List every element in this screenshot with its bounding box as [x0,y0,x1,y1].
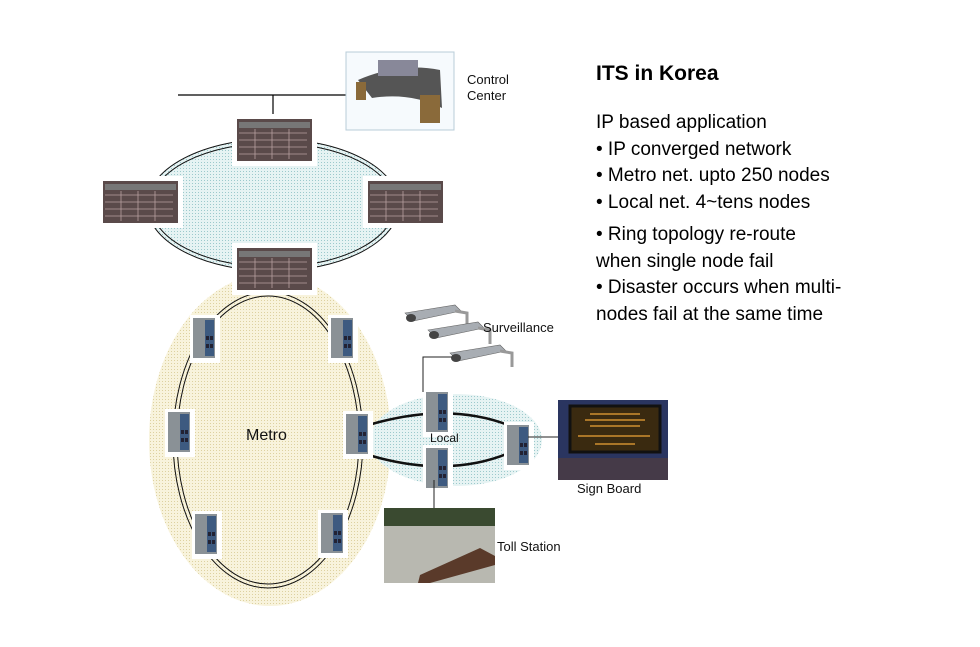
bullet-item: • Disaster occurs when multi- [596,277,842,298]
bullet-item: • Ring topology re-route [596,224,796,245]
bullet-item: • Local net. 4~tens nodes [596,191,811,213]
panel-title: ITS in Korea [596,62,719,85]
surveillance-cameras [403,303,514,369]
metro-switch [190,315,220,363]
core-ring-area [147,139,399,271]
local-ring-area [370,394,542,486]
core-router [232,243,317,295]
bullet-item-continuation: nodes fail at the same time [596,303,824,325]
panel-heading: IP based application [596,112,767,133]
local-label: Local [430,431,459,445]
local-switch [423,445,453,493]
sign-board-label: Sign Board [577,481,642,496]
control-center-label-line1: Control [467,72,509,87]
core-router [98,176,183,228]
metro-switch [192,511,222,559]
surveillance-label: Surveillance [483,320,554,335]
bullet-item: • IP converged network [596,138,792,160]
control-center-label-line2: Center [467,88,507,103]
metro-switch [328,315,358,363]
core-router [363,176,448,228]
control-center-image [345,51,455,131]
metro-switch [318,510,348,558]
metro-label: Metro [246,427,287,444]
metro-switch [343,411,373,459]
bullet-item-continuation: when single node fail [596,250,774,272]
toll-station-label: Toll Station [497,539,561,554]
metro-switch [165,409,195,457]
control-center-label: Control Center [467,72,509,104]
bullet-item: • Metro net. upto 250 nodes [596,165,830,186]
sign-board-image [558,400,668,480]
text-panel: IP based application • IP converged netw… [596,110,916,328]
core-router [232,114,317,166]
toll-station-image [384,508,495,583]
local-switch [504,422,534,470]
